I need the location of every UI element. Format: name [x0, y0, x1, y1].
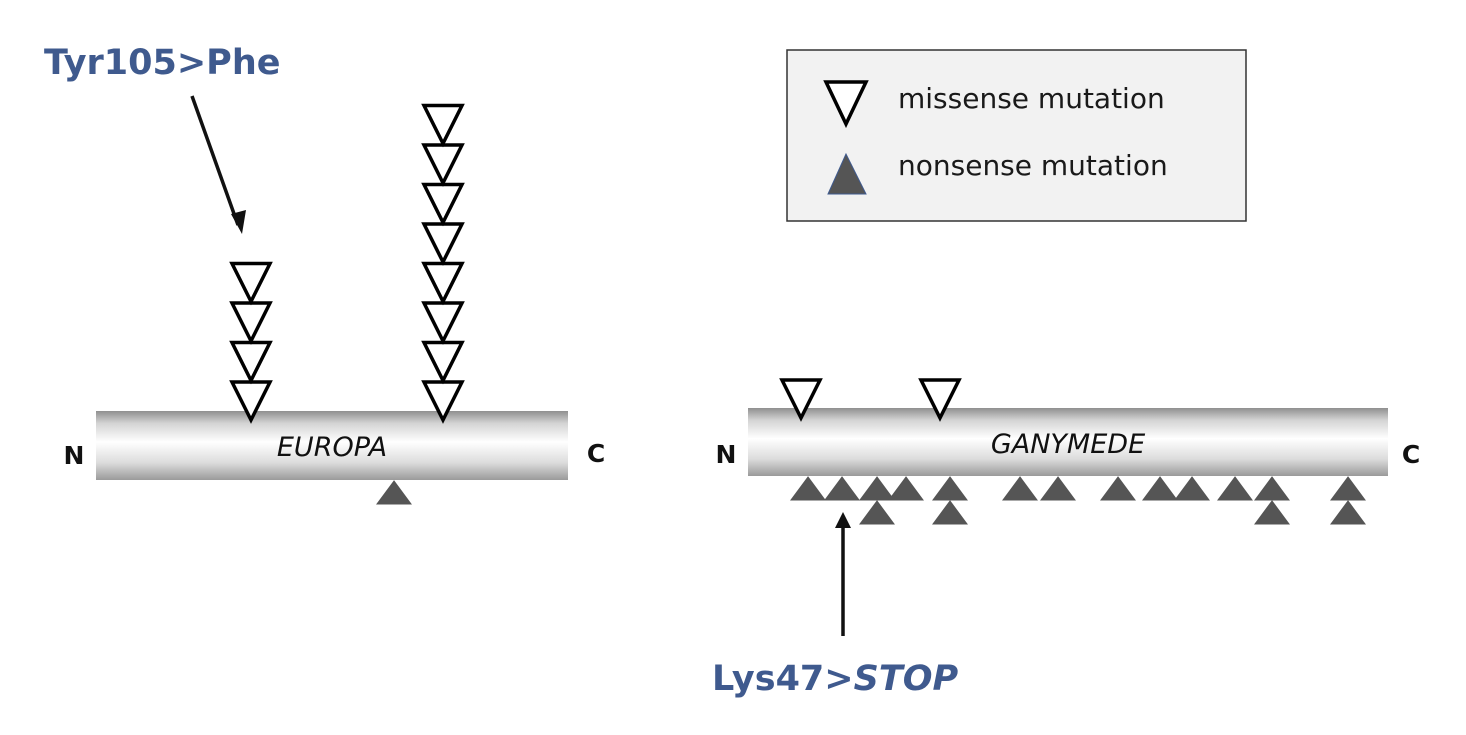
- legend-nonsense-label: nonsense mutation: [898, 149, 1168, 182]
- nonsense-marker: [859, 500, 895, 525]
- nonsense-marker: [932, 476, 968, 501]
- europa-bar: [96, 411, 568, 480]
- europa-gene-name: EUROPA: [277, 432, 387, 463]
- missense-marker: [421, 182, 465, 227]
- europa-n-terminus: N: [64, 441, 85, 470]
- missense-marker: [421, 261, 465, 306]
- callout-ganymede: Lys47>STOP: [712, 512, 958, 699]
- ganymede-missense-markers: [779, 378, 962, 422]
- legend-missense-label: missense mutation: [898, 82, 1165, 115]
- ganymede-gene-name: GANYMEDE: [991, 429, 1145, 460]
- callout-ganymede-arrowhead: [835, 512, 851, 528]
- ganymede-n-terminus: N: [716, 440, 737, 469]
- nonsense-marker: [790, 476, 826, 501]
- callout-europa-label: Tyr105>Phe: [44, 43, 281, 83]
- nonsense-marker: [1100, 476, 1136, 501]
- europa-c-terminus: C: [587, 439, 605, 468]
- nonsense-marker: [1254, 476, 1290, 501]
- missense-marker: [918, 378, 962, 422]
- europa-missense-markers: [229, 103, 465, 424]
- legend-missense-icon: [823, 80, 869, 129]
- nonsense-marker: [1174, 476, 1210, 501]
- missense-marker: [421, 103, 465, 148]
- missense-marker: [421, 143, 465, 187]
- ganymede-bar: [748, 408, 1388, 476]
- nonsense-marker: [1142, 476, 1178, 501]
- missense-marker: [779, 378, 823, 422]
- nonsense-marker: [1330, 476, 1366, 501]
- missense-marker: [229, 340, 273, 385]
- gene-ganymede: GANYMEDE N C: [716, 378, 1420, 525]
- nonsense-marker: [932, 500, 968, 525]
- legend-nonsense-icon: [827, 152, 867, 195]
- missense-marker: [421, 222, 465, 266]
- legend: missense mutation nonsense mutation: [786, 49, 1247, 222]
- nonsense-marker: [824, 476, 860, 501]
- callout-ganymede-label: Lys47>STOP: [712, 659, 958, 699]
- nonsense-marker: [1002, 476, 1038, 501]
- nonsense-marker: [1040, 476, 1076, 501]
- nonsense-marker: [376, 480, 412, 505]
- nonsense-marker: [888, 476, 924, 501]
- ganymede-c-terminus: C: [1402, 440, 1420, 469]
- nonsense-marker: [1217, 476, 1253, 501]
- missense-marker: [421, 301, 465, 345]
- missense-marker: [229, 261, 273, 306]
- nonsense-marker: [859, 476, 895, 501]
- nonsense-marker: [1330, 500, 1366, 525]
- legend-box: [786, 49, 1247, 222]
- missense-marker: [421, 340, 465, 385]
- gene-europa: EUROPA N C: [64, 103, 605, 505]
- callout-europa-arrow: [190, 95, 240, 226]
- callout-europa-arrowhead: [231, 210, 246, 234]
- ganymede-nonsense-markers: [790, 476, 1366, 525]
- nonsense-marker: [1254, 500, 1290, 525]
- missense-marker: [229, 301, 273, 345]
- callout-europa: Tyr105>Phe: [44, 43, 281, 234]
- europa-nonsense-markers: [376, 480, 412, 505]
